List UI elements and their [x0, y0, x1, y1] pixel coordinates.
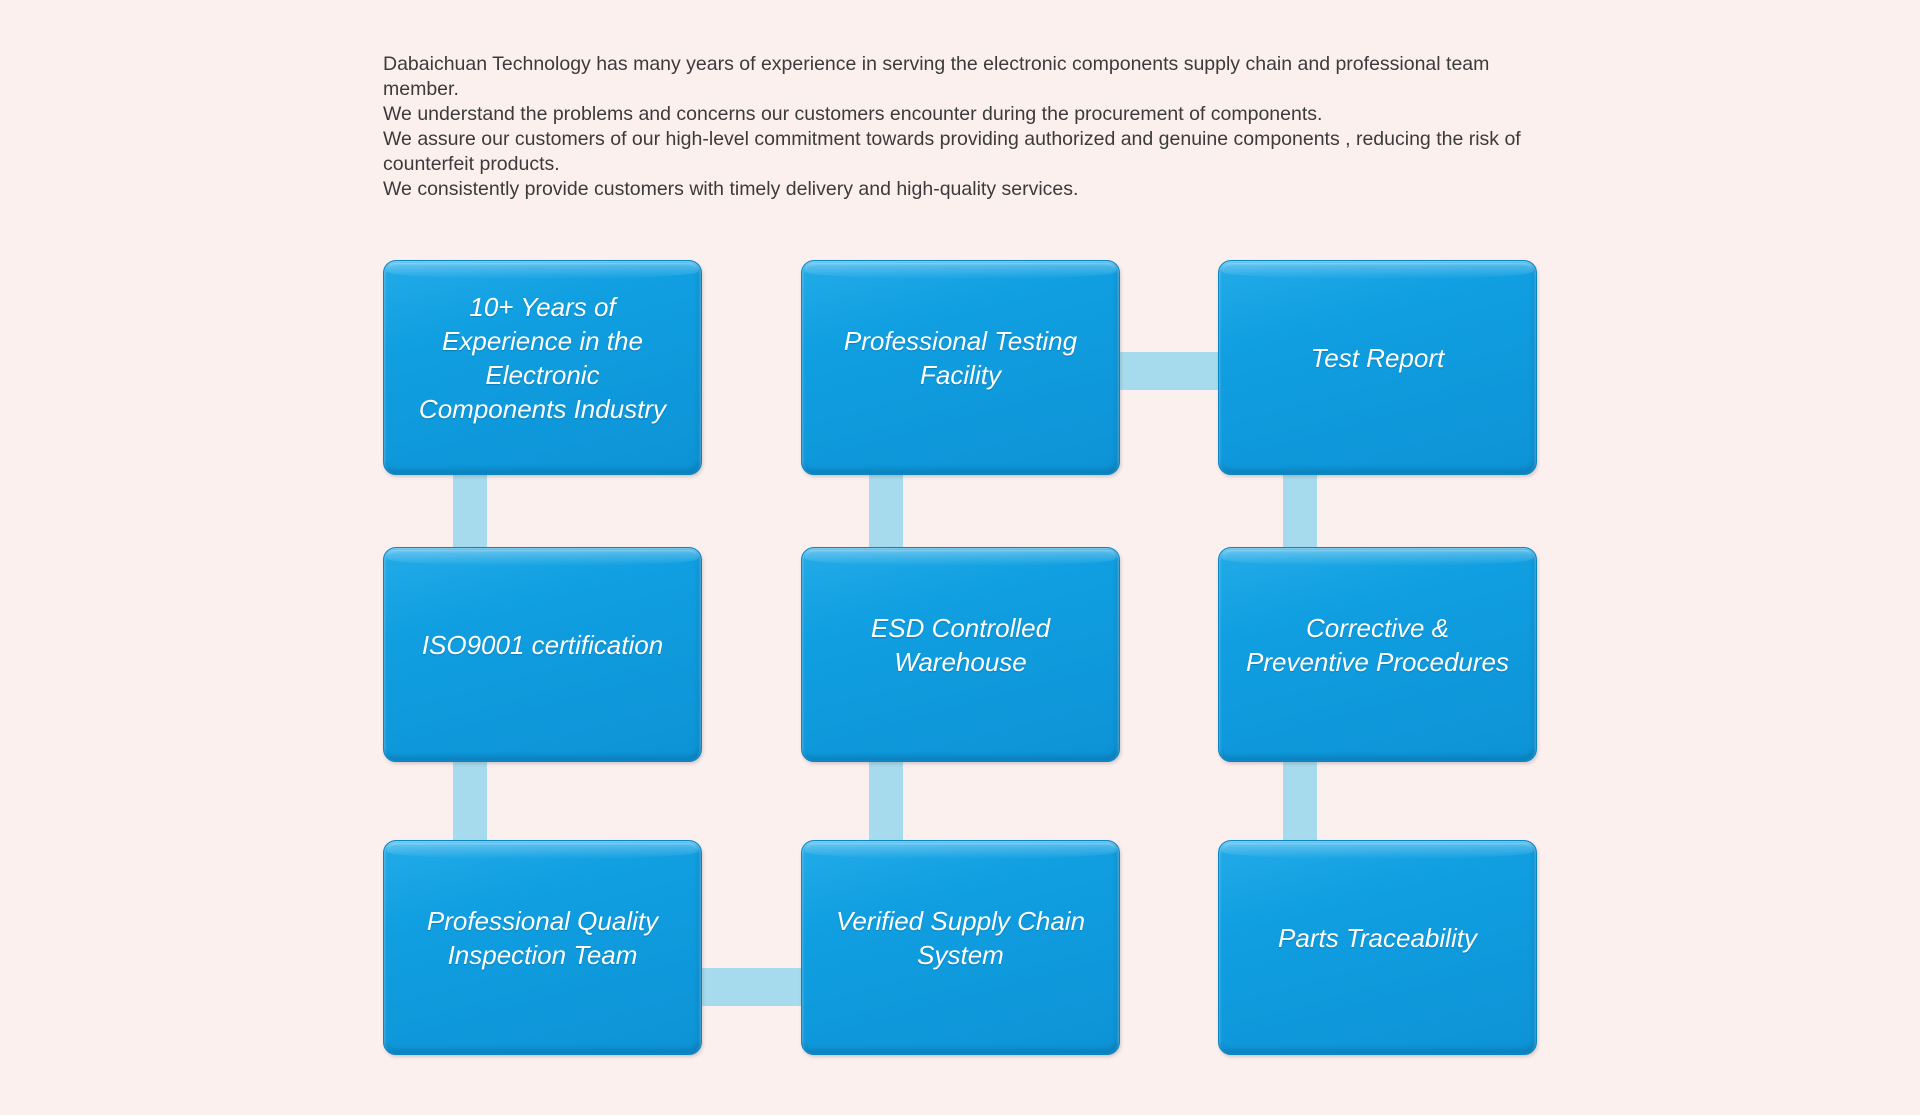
intro-paragraph: We understand the problems and concerns …: [383, 103, 1323, 125]
box-label: Professional Quality Inspection Team: [426, 905, 659, 970]
box-iso9001: ISO9001 certification: [383, 547, 702, 762]
box-quality-inspection-team: Professional Quality Inspection Team: [383, 840, 702, 1055]
box-label: ESD Controlled Warehouse: [870, 612, 1051, 677]
box-test-report: Test Report: [1218, 260, 1537, 475]
box-label: Test Report: [1310, 342, 1445, 373]
box-verified-supply-chain: Verified Supply Chain System: [801, 840, 1120, 1055]
box-label: Verified Supply Chain System: [835, 905, 1086, 970]
box-esd-warehouse: ESD Controlled Warehouse: [801, 547, 1120, 762]
intro-text: Dabaichuan Technology has many years of …: [383, 52, 1568, 202]
box-corrective-preventive: Corrective & Preventive Procedures: [1218, 547, 1537, 762]
box-parts-traceability: Parts Traceability: [1218, 840, 1537, 1055]
box-label: ISO9001 certification: [421, 629, 664, 660]
box-label: Parts Traceability: [1278, 922, 1477, 953]
intro-paragraph: We consistently provide customers with t…: [383, 178, 1079, 200]
intro-paragraph: Dabaichuan Technology has many years of …: [383, 53, 1490, 100]
box-label: 10+ Years of Experience in the Electroni…: [418, 291, 667, 424]
box-label: Corrective & Preventive Procedures: [1245, 612, 1510, 677]
box-label: Professional Testing Facility: [843, 325, 1078, 390]
box-experience: 10+ Years of Experience in the Electroni…: [383, 260, 702, 475]
box-testing-facility: Professional Testing Facility: [801, 260, 1120, 475]
intro-paragraph: We assure our customers of our high-leve…: [383, 128, 1521, 175]
